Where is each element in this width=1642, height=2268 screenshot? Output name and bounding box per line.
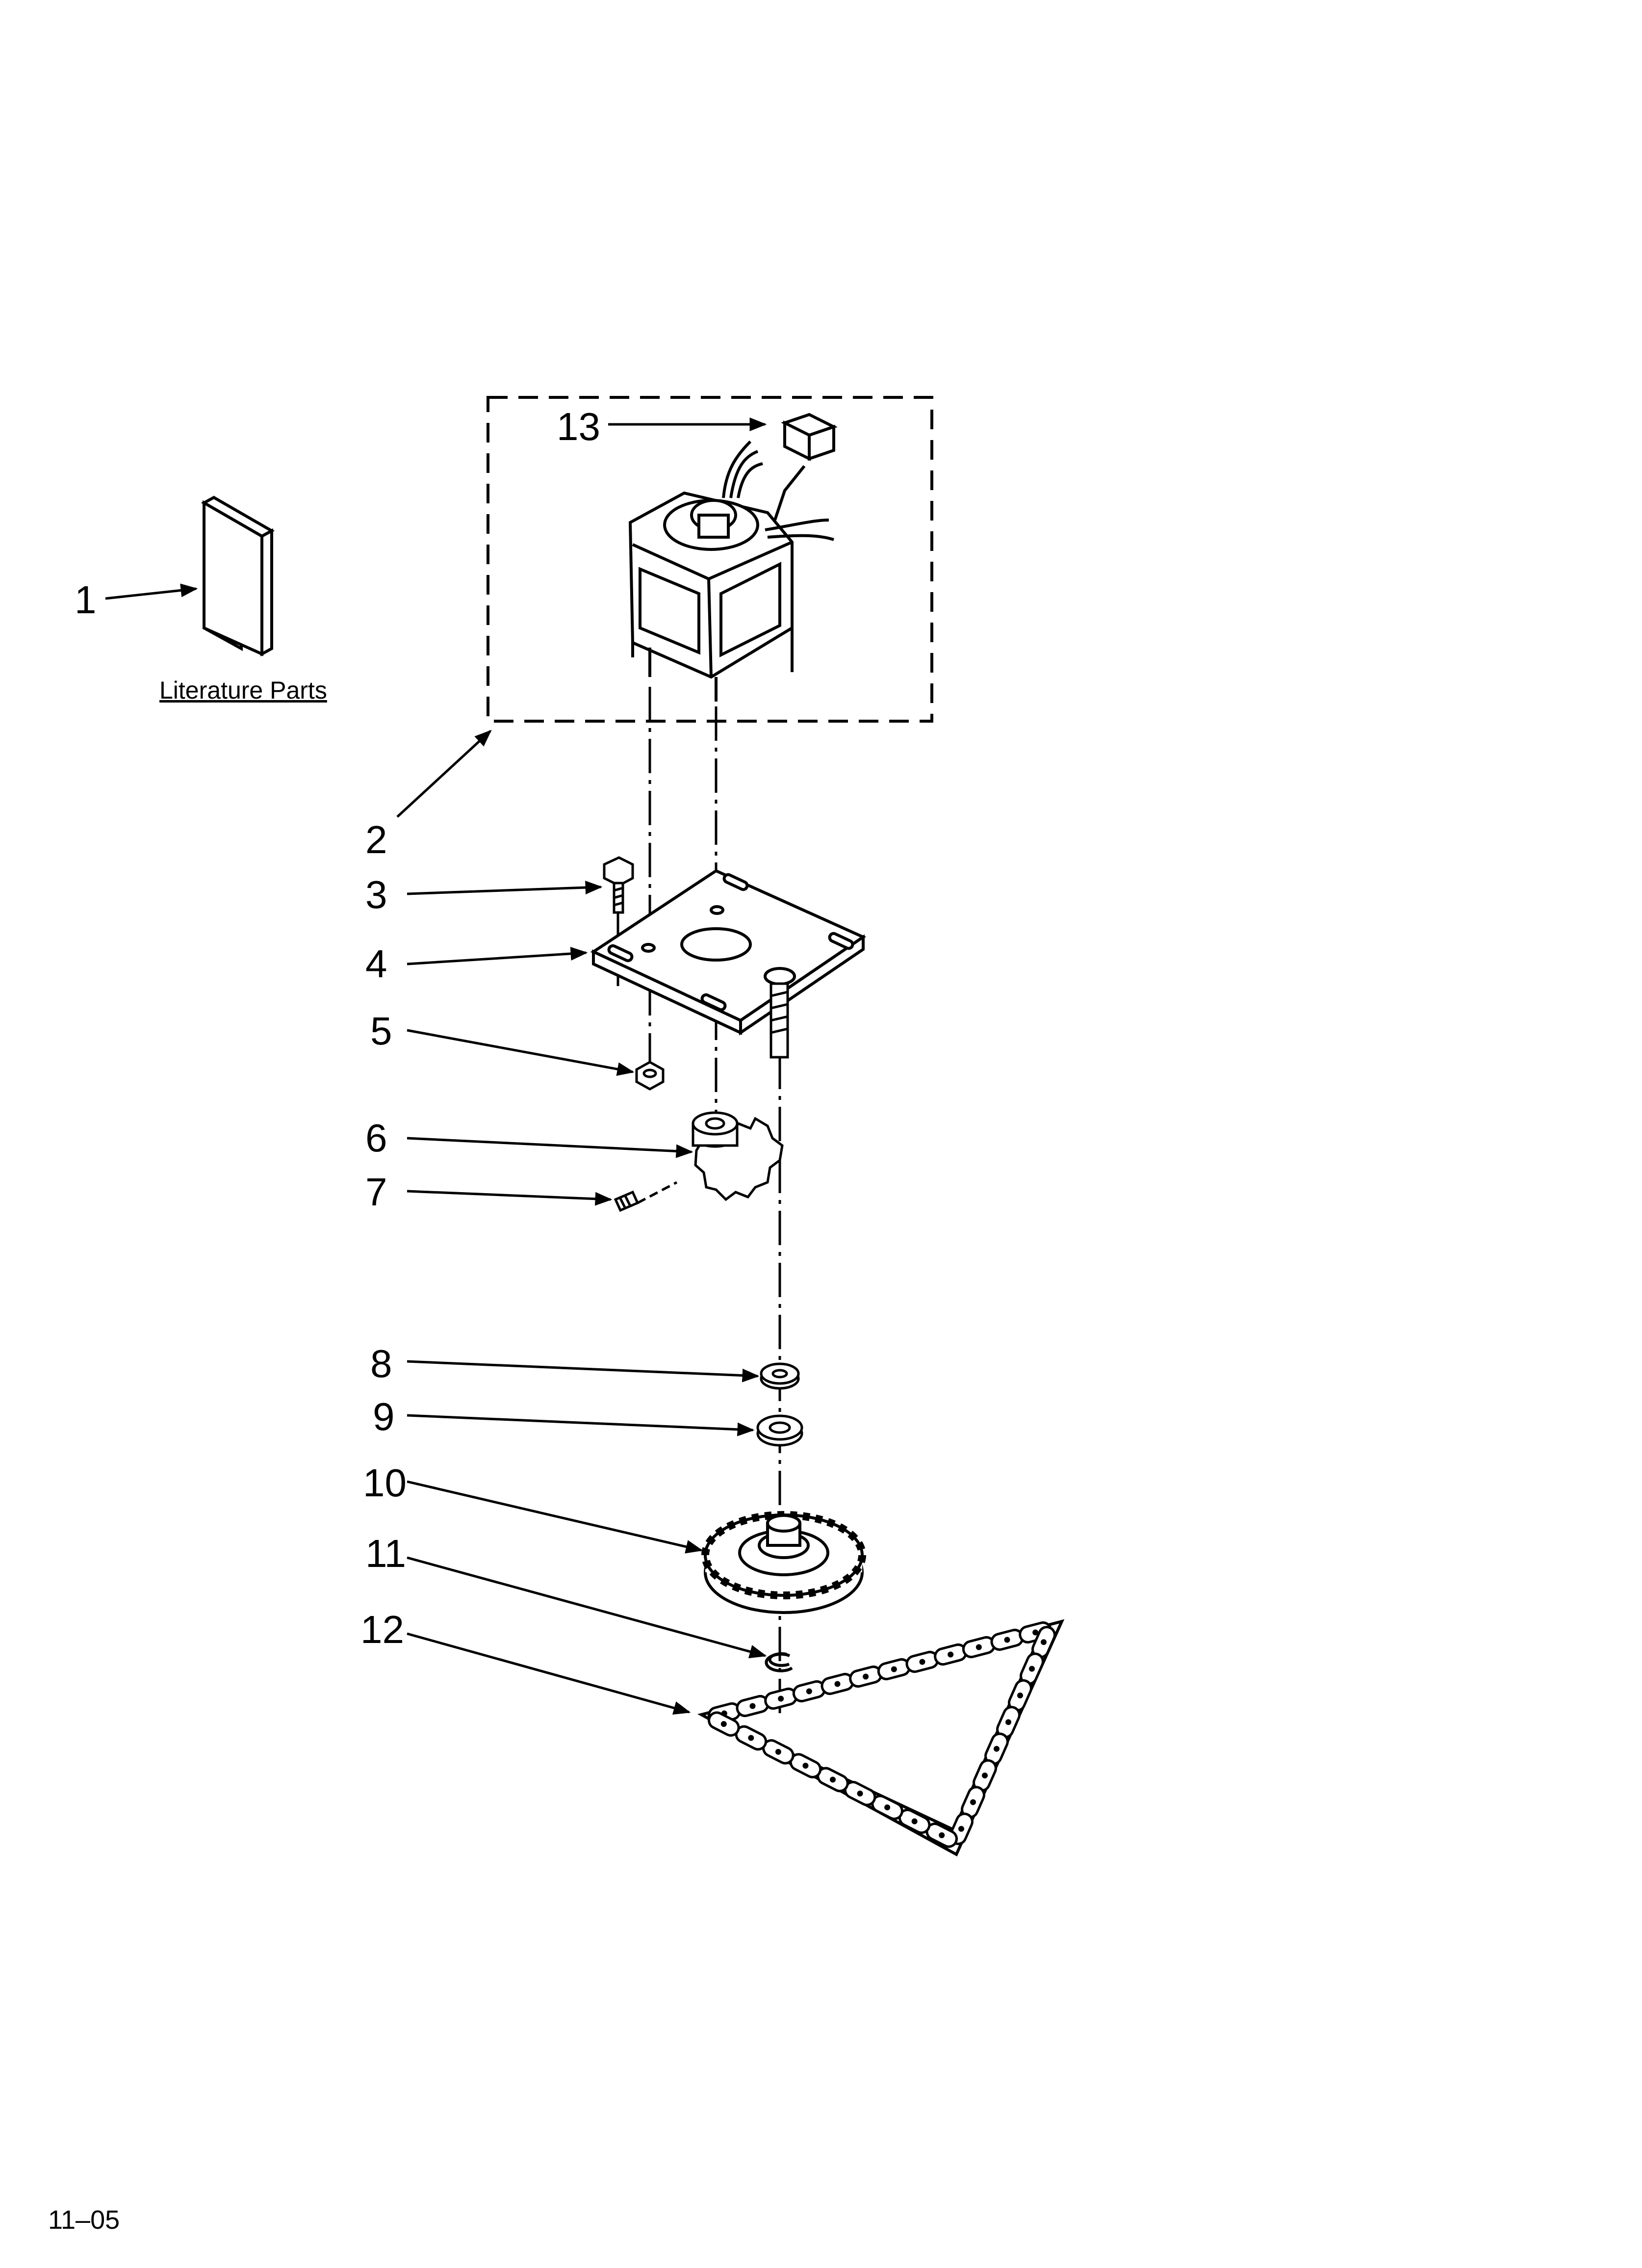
callout-6: 6 <box>365 1116 387 1160</box>
chain-pin <box>1005 1719 1011 1725</box>
wire-connector <box>781 413 838 461</box>
chain-pin <box>891 1666 897 1672</box>
chain-pin <box>1017 1692 1023 1698</box>
callout-3: 3 <box>365 873 387 916</box>
motor <box>628 491 794 702</box>
chain-pin <box>1029 1666 1035 1672</box>
chain-pin <box>1041 1639 1047 1645</box>
callout-9: 9 <box>373 1395 395 1438</box>
chain-pin <box>970 1799 976 1805</box>
motor-leads <box>722 440 834 541</box>
chain-pin <box>802 1763 809 1769</box>
chain-pin <box>919 1659 925 1665</box>
revision-code: 11–05 <box>48 2205 120 2235</box>
chain-pin <box>834 1681 841 1687</box>
hex-nut <box>635 1061 665 1091</box>
literature-booklet <box>201 495 275 657</box>
chain-pin <box>857 1790 863 1797</box>
chain-pin <box>749 1703 756 1709</box>
mounting-stud <box>770 982 789 1059</box>
chain-pin <box>994 1746 1000 1752</box>
callout-4: 4 <box>365 942 387 986</box>
callout-8: 8 <box>370 1342 392 1385</box>
chain-pin <box>982 1773 988 1779</box>
set-screw <box>614 1181 678 1212</box>
callout-11: 11 <box>365 1532 407 1575</box>
bearing-washer <box>756 1414 803 1447</box>
chain-pin <box>975 1644 982 1650</box>
chain-pin <box>884 1804 891 1811</box>
callout-12: 12 <box>360 1608 404 1651</box>
chain-pin <box>911 1818 918 1825</box>
chain-links <box>707 1621 1056 1848</box>
leader-lines <box>105 417 767 1715</box>
callout-1: 1 <box>75 578 97 622</box>
chain-pin <box>806 1688 812 1694</box>
retaining-clip <box>765 1652 793 1672</box>
chain-pin <box>830 1776 836 1783</box>
large-sprocket <box>701 1511 866 1614</box>
literature-parts-label: Literature Parts <box>159 677 327 704</box>
callout-13: 13 <box>557 405 600 448</box>
callout-10: 10 <box>363 1461 407 1505</box>
chain-pin <box>775 1748 781 1755</box>
drive-sprocket <box>692 1111 784 1201</box>
chain-pin <box>1032 1629 1039 1636</box>
callout-2: 2 <box>365 818 387 861</box>
chain-pin <box>1004 1637 1010 1643</box>
screw <box>603 856 634 914</box>
chain-pin <box>863 1673 869 1680</box>
chain-pin <box>939 1832 945 1838</box>
callout-5: 5 <box>370 1009 392 1053</box>
chain-pin <box>748 1735 754 1741</box>
chain-pin <box>958 1825 964 1832</box>
chain-pin <box>720 1721 727 1727</box>
motor-mount-plate <box>590 869 867 1036</box>
callout-7: 7 <box>365 1170 387 1214</box>
chain-pin <box>778 1695 784 1702</box>
motor-assembly-boundary <box>487 396 933 723</box>
washer <box>760 1362 800 1390</box>
chain-pin <box>948 1651 954 1658</box>
